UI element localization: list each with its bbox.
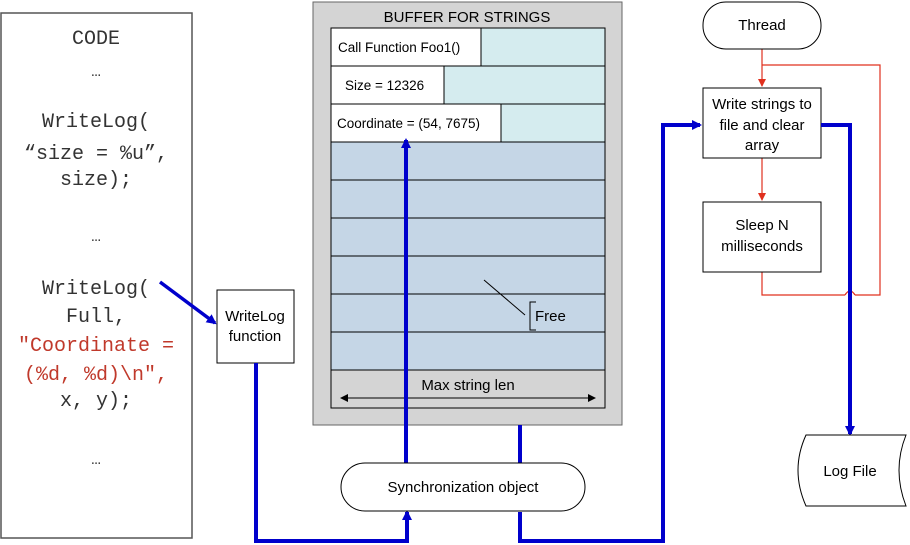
buffer-entry-text: Size = 12326 (345, 78, 424, 93)
synchronization-object: Synchronization object (340, 462, 586, 512)
writelog-label: function (229, 328, 282, 345)
sleep-label: Sleep N (735, 217, 788, 234)
code-line: WriteLog( (42, 111, 150, 134)
buffer-entry-text: Coordinate = (54, 7675) (337, 116, 480, 131)
code-line: x, y); (60, 390, 132, 413)
code-string-line: "Coordinate = (18, 335, 174, 358)
code-ellipsis: … (91, 451, 101, 469)
writelog-to-sync-arrow (254, 363, 412, 543)
sleep-label: milliseconds (721, 238, 803, 255)
free-callout-bracket (529, 301, 536, 331)
buffer-title: BUFFER FOR STRINGS (384, 9, 551, 26)
call-arrow (158, 280, 217, 325)
buffer-entry-text: Call Function Foo1() (338, 40, 460, 55)
buffer-entry (330, 65, 445, 105)
code-panel: CODE … WriteLog( “size = %u”, size); … W… (0, 12, 193, 539)
log-file-storage: Log File (797, 434, 907, 507)
free-label: Free (535, 308, 566, 325)
write-label: file and clear (719, 117, 804, 134)
thread-label: Thread (738, 17, 786, 34)
code-line: “size = %u”, (24, 143, 168, 166)
thread-terminator: Thread (702, 1, 822, 50)
code-title: CODE (72, 28, 120, 51)
writelog-label: WriteLog (225, 308, 285, 325)
sync-label: Synchronization object (388, 479, 540, 496)
code-string-line: (%d, %d)\n", (24, 364, 168, 387)
write-label: array (745, 137, 780, 154)
write-strings-box: Write strings to file and clear array (702, 87, 822, 159)
loop-return-line (762, 64, 881, 296)
code-line: size); (60, 169, 132, 192)
code-line: Full, (66, 306, 126, 329)
buffer-entry (330, 27, 482, 67)
writer-to-logfile-arrow (821, 123, 855, 436)
max-len-label: Max string len (421, 377, 514, 394)
code-line: WriteLog( (42, 278, 150, 301)
free-callout-line (483, 279, 526, 316)
buffer-panel: BUFFER FOR STRINGS Call Function Foo1() … (312, 1, 623, 426)
max-len-row (330, 369, 606, 409)
code-ellipsis: … (91, 228, 101, 246)
sleep-box: Sleep N milliseconds (702, 201, 822, 273)
writelog-function-box: WriteLog function (216, 289, 295, 364)
write-label: Write strings to (712, 96, 812, 113)
log-file-label: Log File (823, 463, 876, 480)
code-ellipsis: … (91, 63, 101, 81)
sync-to-writer-arrow (518, 120, 702, 543)
sleep-loop-line (761, 272, 845, 296)
